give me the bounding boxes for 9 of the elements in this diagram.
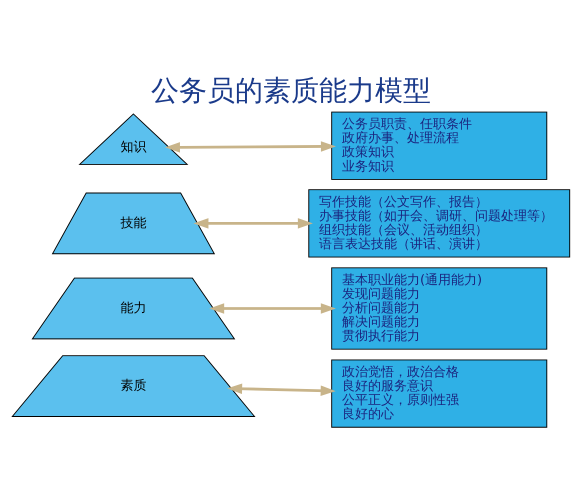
arrow — [209, 302, 336, 314]
arrow — [193, 218, 313, 228]
node-box: 写作技能（公文写作、报告） 办事技能（如开会、调研、问题处理等） 组织技能（会议、活动组织） 语言表达技能（讲话、演讲） — [308, 188, 570, 258]
arrow — [227, 383, 336, 396]
node-box: 公务员职责、任职条件 政府办事、处理流程 政策知识 业务知识 — [331, 111, 548, 180]
diagram-title: 公务员的素质能力模型 — [151, 73, 431, 106]
node-box: 政治觉悟，政治合格 良好的服务意识 公平正义，原则性强 良好的心 — [331, 358, 548, 428]
arrow — [164, 140, 336, 152]
node-box: 基本职业能力(通用能力) 发现问题能力 分析问题能力 解决问题能力 贯彻执行能力 — [331, 266, 548, 350]
